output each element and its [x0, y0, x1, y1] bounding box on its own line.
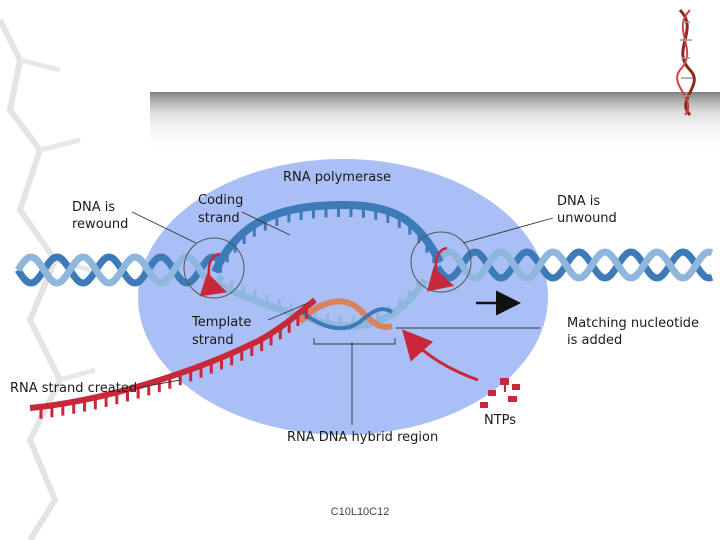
background-decoration — [0, 18, 720, 540]
label-ntps: NTPs — [484, 413, 516, 428]
nucleotide-add-arrow-icon — [401, 329, 479, 382]
rna-polymerase-title: RNA polymerase — [283, 170, 391, 185]
dna-logo-icon — [676, 8, 696, 117]
dna-helix-right — [433, 248, 714, 282]
label-dna-unwound: DNA is unwound — [557, 194, 617, 226]
label-template-strand: Template strand — [191, 315, 255, 348]
rna-dna-hybrid — [297, 298, 394, 331]
label-matching-nucleotide: Matching nucleotide is added — [567, 316, 703, 348]
label-rna-strand-created: RNA strand created — [10, 381, 137, 396]
label-dna-rewound: DNA is rewound — [72, 200, 128, 232]
leader-lines — [131, 211, 554, 425]
rewind-rotation-icon — [199, 252, 228, 297]
unwound-circle — [410, 231, 472, 293]
rewound-circle — [183, 237, 245, 299]
slide-footer-code: C10L10C12 — [330, 506, 390, 518]
label-coding-strand: Coding strand — [198, 193, 248, 226]
ntp-molecules-icon — [480, 378, 520, 408]
header-band — [150, 92, 720, 152]
coding-strand — [211, 200, 444, 274]
rna-strand — [29, 297, 317, 419]
label-hybrid-region: RNA DNA hybrid region — [287, 430, 438, 445]
unwind-rotation-icon — [426, 246, 455, 292]
